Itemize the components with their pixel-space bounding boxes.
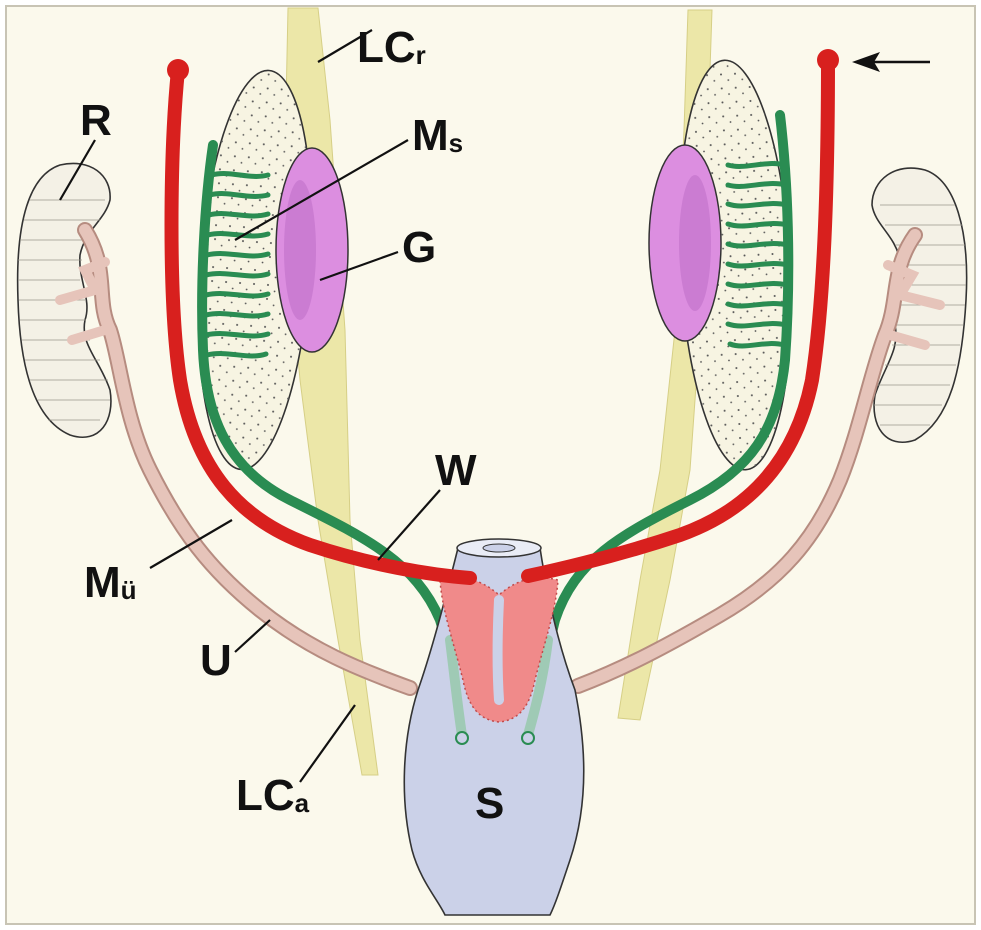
label-lcr: LCr xyxy=(357,23,426,72)
label-g: G xyxy=(402,223,436,272)
red-duct-left-end xyxy=(167,59,189,81)
red-duct-right-end xyxy=(817,49,839,71)
label-r: R xyxy=(80,96,112,145)
label-w: W xyxy=(435,446,477,495)
label-u: U xyxy=(200,636,232,685)
label-s: S xyxy=(475,779,504,828)
